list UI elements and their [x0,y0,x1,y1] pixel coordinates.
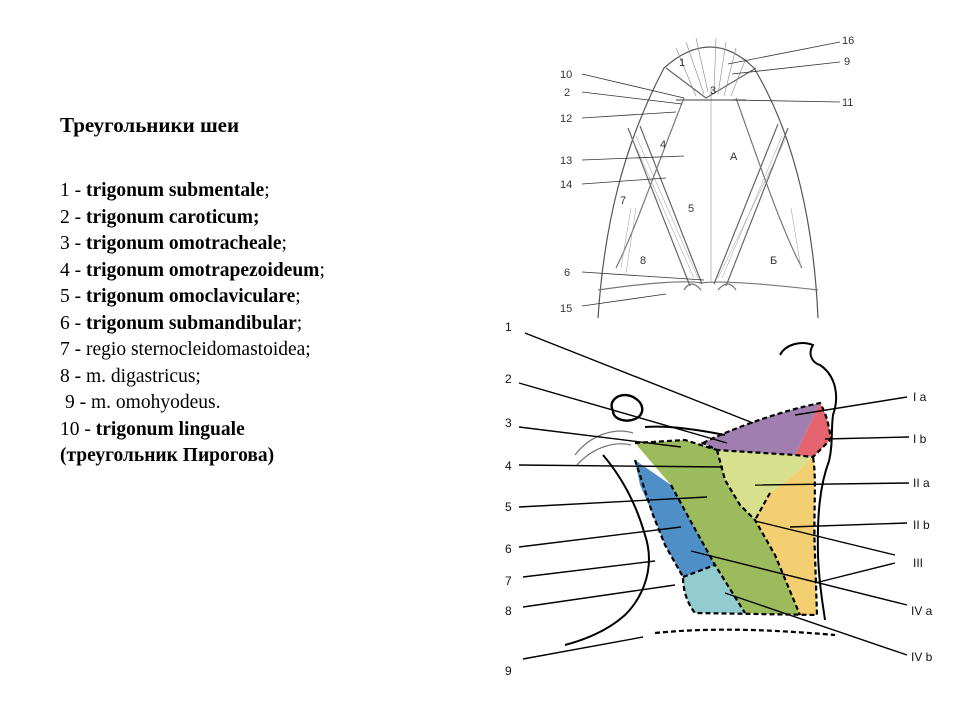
leader-12 [581,111,677,119]
region-Ib [795,403,831,457]
region-7: 7 [620,195,626,207]
region-5: 5 [688,203,694,215]
region-IVb [683,565,745,613]
chin-outline [779,342,838,621]
neck-lateral-diagram: 1 2 3 4 5 6 7 8 9 I a I b II a II b III … [505,320,933,678]
label-IVa: IV a [911,604,933,618]
omohyoid-right [735,97,803,269]
leader-III-a [754,520,896,556]
legend-item-8: 8 - m. digastricus; [60,365,201,387]
label-9: 9 [844,56,850,68]
clavicle-line [597,281,819,291]
label-6: 6 [564,267,570,279]
label-Ia: I a [913,390,927,404]
digastric [665,67,757,99]
leader-IIb [789,522,908,528]
neck-back [564,454,650,646]
label-b2: 2 [505,372,512,386]
leader-Ib [824,436,910,440]
label-b9: 9 [505,664,512,678]
region-8: 8 [640,255,646,267]
region-1: 1 [679,57,685,69]
omohyoid-left [615,97,685,269]
label-Ib: I b [913,432,927,446]
leader-III-b [814,562,896,584]
region-B: Б [770,255,777,267]
leader-13 [581,155,685,161]
legend-item-10-note: (треугольник Пирогова) [60,445,275,466]
label-b5: 5 [505,500,512,514]
legend-item-9: 9 - m. omohyodeus. [65,392,221,413]
jaw-line [644,425,726,436]
label-b1: 1 [505,320,512,334]
leader-b5 [518,496,708,508]
label-b6: 6 [505,542,512,556]
text-panel: Треугольники шеи 1 - trigonum submentale… [60,112,480,470]
legend-item-2: 2 - trigonum caroticum; [60,206,260,228]
label-14: 14 [560,179,572,191]
leader-IVa [690,550,908,606]
label-12: 12 [560,113,572,125]
leader-15 [581,293,667,307]
leader-b6 [518,526,682,548]
region-A: А [730,151,738,163]
ear-outline [610,393,644,422]
label-16: 16 [842,35,854,47]
legend-item-3: 3 - trigonum omotracheale; [60,233,287,254]
leader-b1 [524,332,754,424]
leader-b3 [518,426,682,448]
label-b4: 4 [505,459,512,473]
region-green-upper [635,440,800,615]
region-blue [635,460,715,577]
label-IIb: II b [913,518,930,532]
leader-6 [581,271,705,281]
hair-hatch [574,430,634,466]
border-bottom [654,628,836,637]
region-4: 4 [660,139,666,151]
label-10: 10 [560,69,572,81]
legend-item-10: 10 - trigonum linguale [60,418,245,440]
leader-11 [731,99,841,103]
label-11: 11 [842,97,853,109]
legend-item-4: 4 - trigonum omotrapezoideum; [60,259,325,281]
leader-b7 [522,560,656,578]
legend-list: 1 - trigonum submentale; 2 - trigonum ca… [60,178,480,470]
region-3: 3 [710,85,716,97]
label-b7: 7 [505,574,512,588]
leader-b9 [522,636,644,660]
label-III: III [913,556,923,570]
leader-b2 [518,382,728,444]
label-13: 13 [560,155,572,167]
label-b3: 3 [505,416,512,430]
leader-b4 [518,464,724,468]
scm-right [713,123,789,287]
label-IIa: II a [913,476,930,490]
label-IVb: IV b [911,650,933,664]
leader-10 [581,73,685,99]
leader-9 [731,61,841,75]
label-2: 2 [564,87,570,99]
border-inner [670,449,802,616]
leader-IIa [754,482,910,486]
border-outer [633,438,819,617]
label-b8: 8 [505,604,512,618]
leader-16 [727,41,841,65]
leader-14 [581,177,667,185]
leader-IVb [724,592,908,656]
legend-item-6: 6 - trigonum submandibular; [60,312,303,334]
neck-anterior-diagram: 10 2 12 13 14 6 15 16 9 11 1 3 4 5 7 8 А… [560,35,854,319]
leader-Ia [794,396,908,416]
leader-b8 [522,584,676,608]
region-IIb [755,457,817,615]
legend-item-7: 7 - regio sternocleidomastoidea; [60,339,311,360]
slide-title: Треугольники шеи [60,113,240,137]
label-15: 15 [560,303,572,315]
region-Ia [703,403,820,455]
legend-item-1: 1 - trigonum submentale; [60,180,270,201]
leader-2 [581,91,683,105]
scm-left [627,125,703,287]
legend-item-5: 5 - trigonum omoclaviculare; [60,286,301,307]
neck-outline [597,46,819,319]
